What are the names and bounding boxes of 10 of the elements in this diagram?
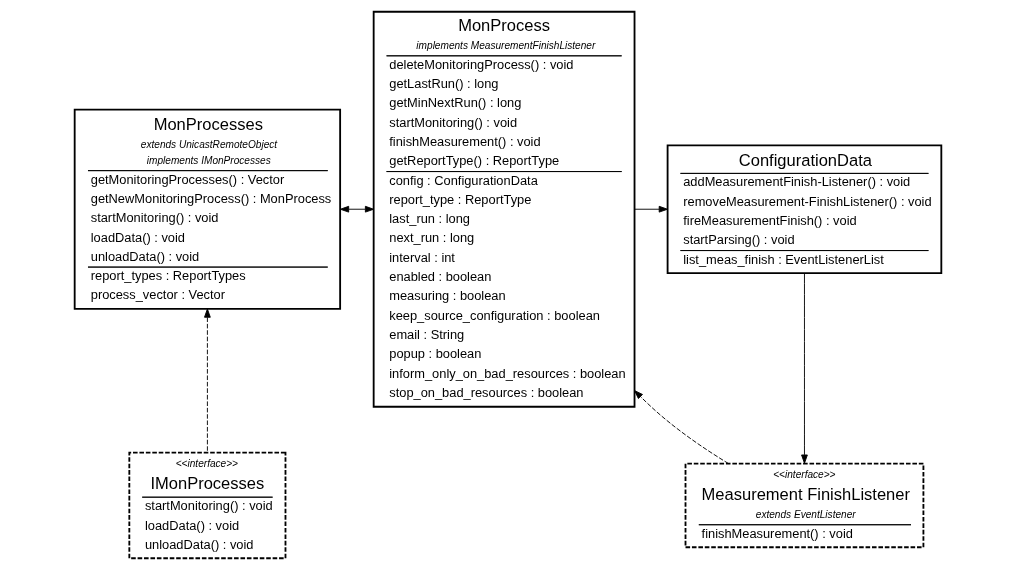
node-box: MonProcess implements MeasurementFinishListener deleteMonitoringProcess() : void getLastRun() : long getMinNextRun() : long startMonitoring() : void finishMeasurement() : void getReportType() : ReportType config : ConfigurationData report_type : ReportType last_run : long next_run : long interval : int enabled : boolean measuring : boolean keep_source_configuration : boolean email : String popup : boolean inform_only_on_bad_resources : boolean stop_on_bad_resources : boolean xyxy=(372,10,636,408)
node-box: <<interface>> Measurement FinishListener extends EventListener finishMeasurement() : void xyxy=(684,462,925,549)
arrow xyxy=(339,205,375,213)
arrow xyxy=(801,272,808,464)
node-box: MonProcesses extends UnicastRemoteObject implements IMonProcesses getMonitoringProcesses() : Vector getNewMonitoringProcess() : MonProcess startMonitoring() : void loadData() : void unloadData() : void report_types : ReportTypes process_vector : Vector xyxy=(73,108,342,310)
node-box: ConfigurationData addMeasurementFinish-Listener() : void removeMeasurement-FinishListener() : void fireMeasurementFinish() : void startParsing() : void list_meas_finish : EventListenerList xyxy=(666,144,943,274)
arrow xyxy=(204,308,211,454)
arrow xyxy=(634,390,729,464)
node-box: <<interface>> IMonProcesses startMonitoring() : void loadData() : void unloadData() : void xyxy=(128,451,287,560)
arrow xyxy=(634,205,668,213)
